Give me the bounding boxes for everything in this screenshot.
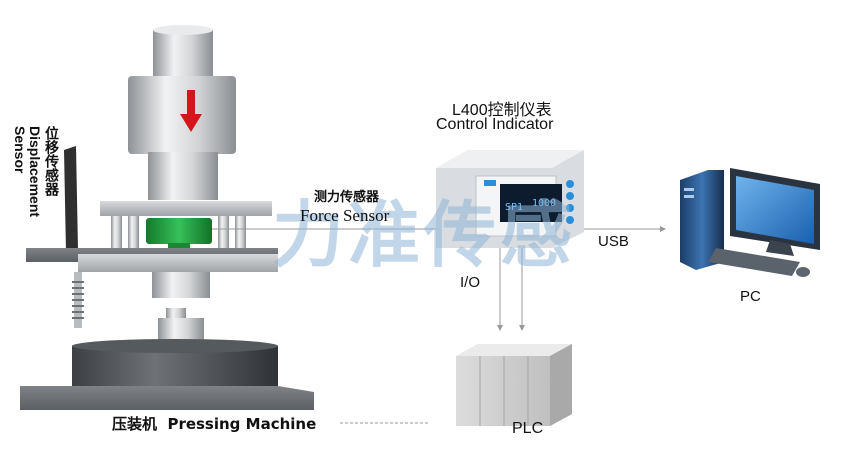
machine-label: 压装机 Pressing Machine xyxy=(112,415,317,433)
pc-mouse xyxy=(796,267,810,277)
pc-label: PC xyxy=(740,288,761,305)
control-indicator: SP1 1000 xyxy=(436,150,584,248)
force-sensor-label-cn: 测力传感器 xyxy=(314,190,380,205)
connection-lines xyxy=(212,228,660,424)
displacement-label-en1: Displacement xyxy=(27,126,43,218)
press-direction-arrow-icon xyxy=(180,90,202,132)
indicator-screen xyxy=(500,184,562,222)
indicator-buttons xyxy=(566,180,574,224)
indicator-screen-right: 1000 xyxy=(532,198,556,209)
io-label: I/O xyxy=(460,274,481,291)
plc-label: PLC xyxy=(512,420,544,437)
pc-computer xyxy=(680,168,820,277)
plc-unit xyxy=(456,344,572,426)
ram-top-cylinder xyxy=(153,30,213,80)
controller-subtitle: Control Indicator xyxy=(436,116,554,133)
force-sensor xyxy=(146,218,212,244)
displacement-sensor xyxy=(64,146,78,253)
displacement-probe xyxy=(72,272,84,328)
displacement-label-en2: Sensor xyxy=(12,126,28,174)
upper-plate xyxy=(100,201,272,216)
indicator-screen-left: SP1 xyxy=(505,202,523,213)
watermark-text: 力准传感 xyxy=(272,193,577,277)
usb-label: USB xyxy=(598,233,629,250)
controller-title: L400控制仪表 xyxy=(452,102,552,119)
pressing-machine xyxy=(20,25,314,410)
displacement-label-cn: 位移传感器 xyxy=(44,126,60,196)
pc-keyboard xyxy=(708,248,800,276)
base-plate xyxy=(20,386,314,410)
force-sensor-label-en: Force Sensor xyxy=(300,206,390,225)
